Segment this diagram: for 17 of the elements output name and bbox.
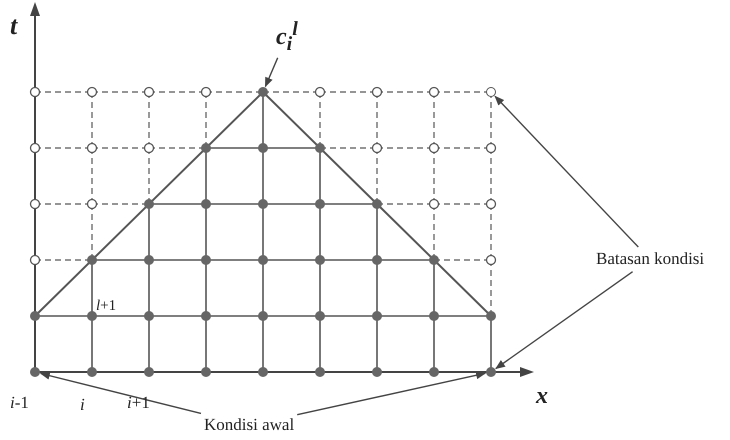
- arrow: [297, 371, 486, 416]
- column-label: i+1: [127, 394, 150, 413]
- axis-label: t: [10, 12, 18, 41]
- arrow: [264, 58, 278, 88]
- callout-label: Batasan kondisi: [596, 250, 704, 269]
- callout-label: Kondisi awal: [204, 416, 294, 435]
- column-label: i: [80, 396, 85, 415]
- grid-point: [258, 87, 268, 97]
- open-grid-point: [486, 87, 496, 97]
- column-label: i-1: [10, 394, 29, 413]
- arrow: [494, 96, 639, 248]
- axis-label: x: [536, 383, 548, 410]
- arrow: [495, 271, 633, 370]
- row-label: l+1: [96, 298, 116, 314]
- grid-point: [486, 367, 496, 377]
- grid-point: [30, 367, 40, 377]
- arrow: [40, 372, 202, 414]
